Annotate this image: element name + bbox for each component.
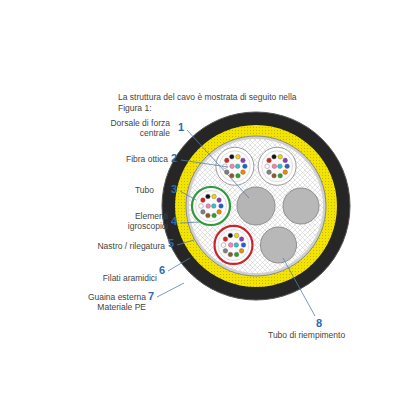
part-label: Filati aramidici xyxy=(67,274,157,284)
optical-fiber xyxy=(221,243,226,248)
outer-sheath xyxy=(162,112,350,300)
optical-fiber xyxy=(285,164,290,169)
optical-fiber xyxy=(223,249,228,254)
optical-fiber xyxy=(217,210,222,215)
optical-fiber xyxy=(199,204,204,209)
optical-fiber xyxy=(212,194,217,199)
callout-number: 4 xyxy=(171,216,177,227)
part-label: Guaina esterna Materiale PE xyxy=(76,293,146,313)
optical-fiber xyxy=(272,173,277,178)
callout-number: 1 xyxy=(178,122,184,133)
optical-fiber xyxy=(201,198,206,203)
optical-fiber xyxy=(239,249,244,254)
optical-fiber xyxy=(234,243,239,248)
optical-fiber xyxy=(278,173,283,178)
optical-fiber xyxy=(278,164,283,169)
optical-fiber xyxy=(230,164,235,169)
callout-number: 8 xyxy=(316,318,322,329)
optical-fiber xyxy=(236,154,241,159)
leader-lines xyxy=(157,130,315,316)
optical-fiber xyxy=(217,198,222,203)
optical-fiber xyxy=(265,164,270,169)
optical-fiber xyxy=(267,170,272,175)
optical-fiber xyxy=(206,204,211,209)
binding-tape xyxy=(186,136,326,276)
callout-number: 6 xyxy=(159,265,165,276)
tube-gel xyxy=(262,151,293,182)
optical-fiber xyxy=(241,170,246,175)
optical-fiber xyxy=(206,194,211,199)
optical-fiber xyxy=(241,158,246,163)
figure-heading: La struttura del cavo è mostrata di segu… xyxy=(118,92,318,113)
filler-tube xyxy=(261,227,297,263)
optical-fiber xyxy=(243,164,248,169)
optical-fiber xyxy=(223,237,228,242)
callout-number: 5 xyxy=(168,238,174,249)
callout-number: 2 xyxy=(171,153,177,164)
optical-fiber xyxy=(235,164,240,169)
optical-fiber xyxy=(272,164,277,169)
filler-tube xyxy=(283,188,319,224)
optical-fiber xyxy=(206,213,211,218)
optical-fiber xyxy=(272,154,277,159)
optical-fiber xyxy=(267,158,272,163)
optical-fiber xyxy=(228,243,233,248)
tube-gel xyxy=(218,229,249,260)
part-label: Dorsale di forza centrale xyxy=(96,119,170,139)
optical-fiber xyxy=(229,154,234,159)
loose-tube xyxy=(215,226,253,264)
tube-gel xyxy=(196,191,227,222)
optical-fiber xyxy=(228,252,233,257)
loose-tube xyxy=(192,187,230,225)
central-strength-member xyxy=(237,187,275,225)
optical-fiber xyxy=(234,252,239,257)
optical-fiber xyxy=(212,204,217,209)
optical-fiber xyxy=(234,233,239,238)
optical-fiber xyxy=(224,158,229,163)
part-label: Elementi igroscopici xyxy=(108,212,168,232)
optical-fiber xyxy=(219,204,224,209)
part-label: Nastro / rilegatura xyxy=(65,242,165,252)
callout-number: 3 xyxy=(171,184,177,195)
optical-fiber xyxy=(228,233,233,238)
hygroscopic-filling xyxy=(189,139,323,273)
optical-fiber xyxy=(283,158,288,163)
optical-fiber xyxy=(212,213,217,218)
part-label: Tubo di riempimento xyxy=(268,331,378,341)
part-label: Fibra ottica xyxy=(88,155,168,165)
optical-fiber xyxy=(241,243,246,248)
optical-fiber xyxy=(283,170,288,175)
optical-fiber xyxy=(239,237,244,242)
optical-fiber xyxy=(278,154,283,159)
optical-fiber xyxy=(236,173,241,178)
callout-number: 7 xyxy=(148,291,154,302)
optical-fiber xyxy=(201,210,206,215)
loose-tube xyxy=(258,147,296,185)
aramid-yarn-ring xyxy=(175,125,337,287)
part-label: Tubo xyxy=(94,186,154,196)
